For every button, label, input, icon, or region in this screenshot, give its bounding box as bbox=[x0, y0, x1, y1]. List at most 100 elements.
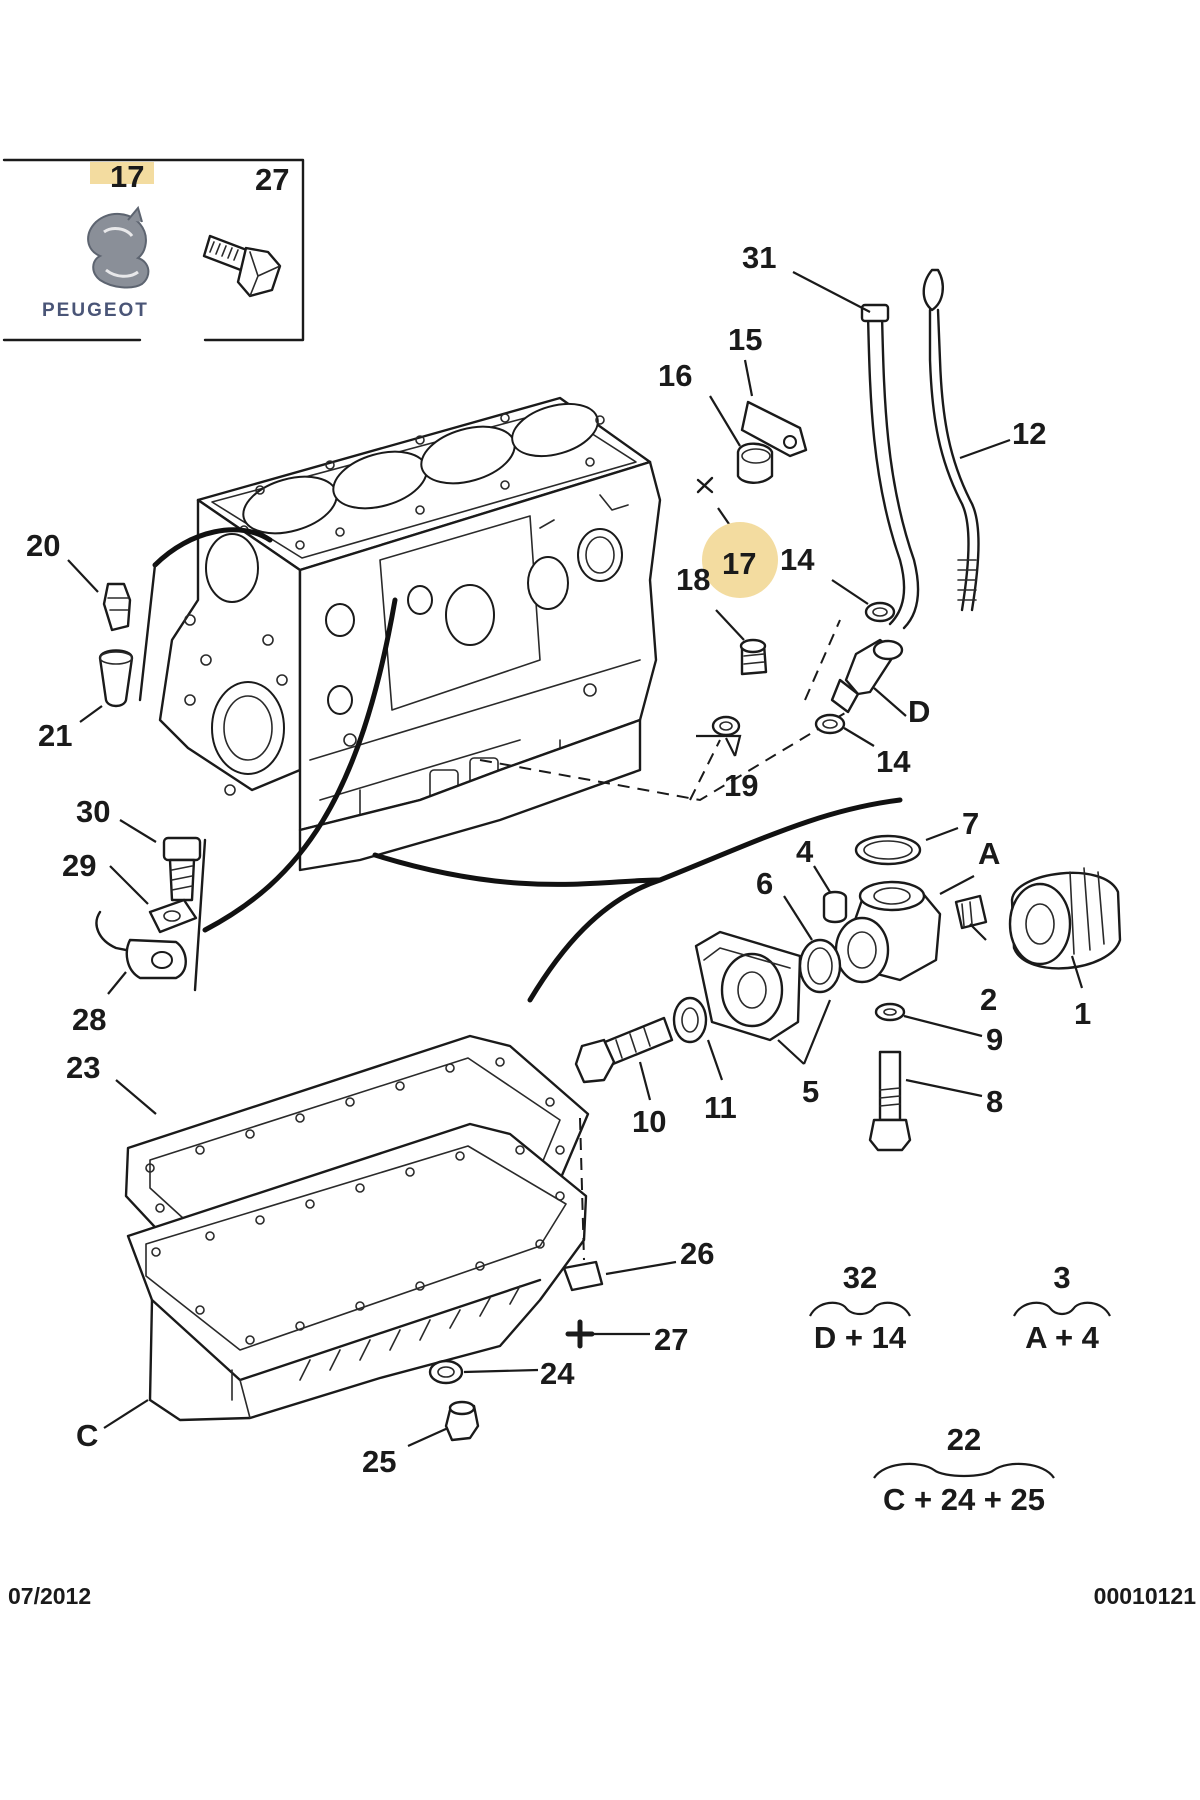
oil-passage-line bbox=[479, 709, 851, 802]
callout-C: C bbox=[76, 1418, 98, 1453]
inset-highlight-swatch bbox=[90, 162, 154, 184]
peugeot-lion-icon bbox=[87, 205, 150, 289]
callout-28: 28 bbox=[72, 1002, 106, 1037]
leader-lines bbox=[67, 271, 1084, 1448]
arrow-pan-connector bbox=[372, 852, 663, 887]
oil-sump-C bbox=[126, 1122, 588, 1422]
kit-22: 22 C + 24 + 25 bbox=[873, 1422, 1055, 1517]
cap-21 bbox=[98, 649, 134, 708]
seal-14-lower bbox=[814, 713, 846, 735]
callout-18: 18 bbox=[676, 562, 710, 597]
washer-19 bbox=[711, 715, 741, 737]
kit-32-contents: D + 14 bbox=[814, 1320, 907, 1355]
footer-reference: 00010121 bbox=[1094, 1583, 1197, 1609]
cross-mark-17 bbox=[696, 476, 714, 494]
clip-26 bbox=[562, 1260, 604, 1292]
callout-2: 2 bbox=[980, 982, 997, 1017]
tube-lower-D bbox=[830, 638, 904, 714]
kit-22-contents: C + 24 + 25 bbox=[883, 1482, 1045, 1517]
filter-housing-A bbox=[834, 880, 942, 984]
kit-32: 32 D + 14 bbox=[809, 1260, 911, 1355]
inset-bolt-27 bbox=[202, 234, 282, 298]
inset-highlight-label: 17 bbox=[110, 159, 144, 194]
block-side-port-3 bbox=[577, 528, 623, 582]
union-2 bbox=[954, 894, 988, 930]
callout-D: D bbox=[908, 694, 930, 729]
stud-8 bbox=[868, 1050, 912, 1152]
bracket-15 bbox=[740, 400, 808, 458]
engine-block bbox=[158, 396, 662, 872]
callout-8: 8 bbox=[986, 1084, 1003, 1119]
plug-4 bbox=[822, 890, 848, 924]
inset-frame bbox=[2, 158, 305, 342]
callout-labels: 31 15 16 12 17 14 18 19 D 14 20 21 30 29… bbox=[26, 240, 1091, 1479]
seal-11 bbox=[672, 996, 708, 1044]
oil-filter-1 bbox=[1008, 867, 1122, 970]
callout-16: 16 bbox=[658, 358, 692, 393]
kit-3: 3 A + 4 bbox=[1013, 1260, 1111, 1355]
block-front-bore-upper bbox=[205, 533, 259, 603]
callout-15: 15 bbox=[728, 322, 762, 357]
callout-21: 21 bbox=[38, 718, 72, 753]
seal-24 bbox=[428, 1359, 464, 1385]
callout-1: 1 bbox=[1074, 996, 1091, 1031]
callout-24: 24 bbox=[540, 1356, 575, 1391]
block-front-bore-lower bbox=[211, 681, 285, 775]
callout-6: 6 bbox=[756, 866, 773, 901]
kit-32-number: 32 bbox=[843, 1260, 877, 1295]
callout-23: 23 bbox=[66, 1050, 100, 1085]
kit-3-number: 3 bbox=[1053, 1260, 1070, 1295]
washer-9 bbox=[874, 1002, 906, 1022]
callout-14-upper: 14 bbox=[780, 542, 815, 577]
inset-panel: 17 27 PEUGEOT bbox=[2, 158, 305, 342]
callout-9: 9 bbox=[986, 1022, 1003, 1057]
drain-plug-25 bbox=[444, 1400, 480, 1442]
dipstick-tube-31 bbox=[860, 303, 920, 630]
block-skirt bbox=[298, 718, 642, 872]
callout-A: A bbox=[978, 836, 1000, 871]
clip-16 bbox=[736, 442, 774, 484]
peugeot-logo-text: PEUGEOT bbox=[42, 300, 149, 321]
seal-6 bbox=[798, 938, 842, 994]
washer-29 bbox=[148, 898, 198, 934]
callout-25: 25 bbox=[362, 1444, 396, 1479]
oil-pressure-switch-20 bbox=[102, 582, 132, 632]
callout-7: 7 bbox=[962, 806, 979, 841]
callout-19: 19 bbox=[724, 768, 758, 803]
callout-27: 27 bbox=[654, 1322, 688, 1357]
block-side-port-2 bbox=[527, 556, 569, 610]
seal-14-upper bbox=[864, 601, 896, 623]
cross-mark-27 bbox=[565, 1319, 595, 1349]
kit-3-brace bbox=[1013, 1301, 1111, 1317]
arrow-20-to-block bbox=[152, 527, 273, 568]
kit-3-contents: A + 4 bbox=[1025, 1320, 1100, 1355]
hollow-bolt-10 bbox=[574, 1016, 674, 1084]
callout-26: 26 bbox=[680, 1236, 714, 1271]
callout-20: 20 bbox=[26, 528, 60, 563]
callout-31: 31 bbox=[742, 240, 776, 275]
kit-32-brace bbox=[809, 1301, 911, 1317]
oil-cooler-5 bbox=[694, 930, 802, 1042]
inset-part-label: 27 bbox=[255, 162, 289, 197]
plug-18 bbox=[739, 638, 768, 676]
bracket-28-30 bbox=[193, 838, 207, 992]
callout-5: 5 bbox=[802, 1074, 819, 1109]
callout-30: 30 bbox=[76, 794, 110, 829]
kit-22-brace bbox=[873, 1462, 1055, 1479]
dipstick-12 bbox=[922, 268, 980, 612]
oil-jet-28 bbox=[95, 910, 187, 980]
callout-12: 12 bbox=[1012, 416, 1046, 451]
highlight-17 bbox=[702, 522, 778, 598]
bolt-30 bbox=[162, 836, 202, 902]
kit-22-number: 22 bbox=[947, 1422, 981, 1457]
bracket-20-21 bbox=[138, 563, 157, 702]
callout-29: 29 bbox=[62, 848, 96, 883]
callout-17: 17 bbox=[722, 546, 756, 581]
block-side-port-1 bbox=[445, 584, 495, 646]
callout-4: 4 bbox=[796, 834, 814, 869]
o-ring-7 bbox=[854, 834, 922, 866]
callout-11: 11 bbox=[704, 1090, 737, 1125]
callout-10: 10 bbox=[632, 1104, 666, 1139]
arrow-30-to-block bbox=[202, 597, 398, 933]
